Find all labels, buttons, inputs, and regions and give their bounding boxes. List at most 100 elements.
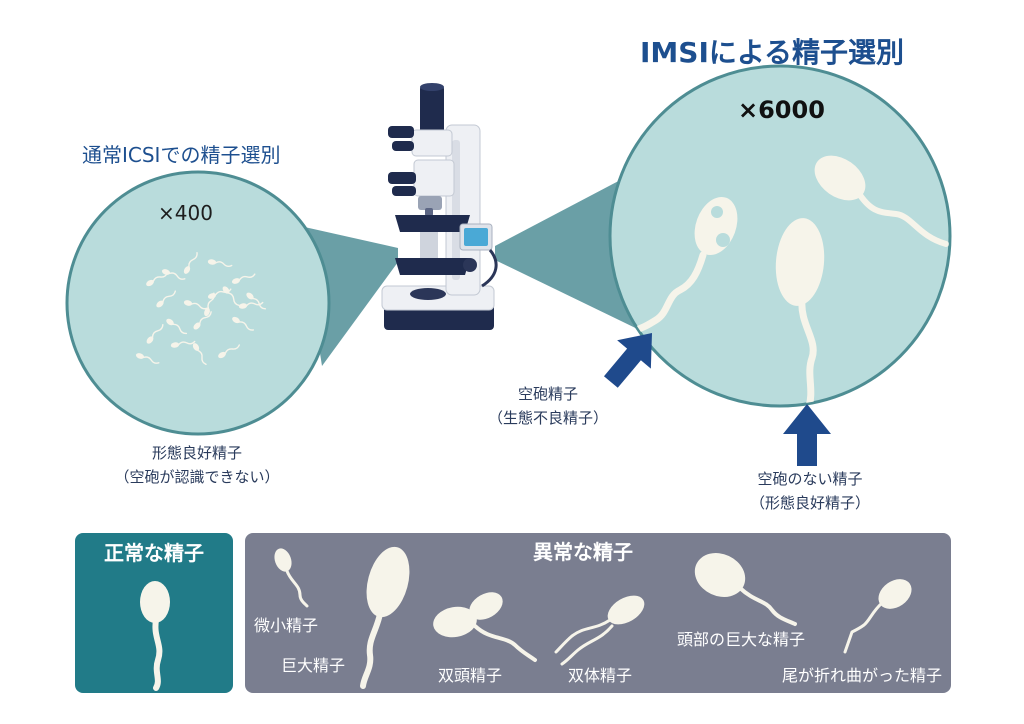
bent-tail-sperm [843, 579, 912, 654]
top-right-sperm-tail [855, 189, 949, 247]
good-sperm-arrow [783, 404, 831, 466]
small-sperm-tail [162, 290, 177, 303]
microscope-icon [381, 83, 498, 330]
good-sperm [775, 218, 825, 405]
good-sperm-sublabel: （形態良好精子） [750, 494, 870, 512]
small-sperm-head [183, 266, 191, 274]
vacuole-sperm-tail [626, 251, 707, 336]
good-sperm-head [775, 218, 825, 306]
micro-sperm-label: 微小精子 [254, 616, 318, 635]
icsi-title: 通常ICSIでの精子選別 [82, 143, 280, 167]
large-head-sperm [694, 553, 797, 626]
small-sperm-head [238, 303, 248, 309]
icsi-view: ×400 [65, 170, 331, 436]
small-sperm-head [218, 351, 226, 359]
eyepiece-lower-2 [392, 186, 416, 196]
microscope-cable [481, 249, 498, 288]
normal-sperm [140, 581, 170, 691]
small-sperm [146, 272, 169, 287]
small-sperm [146, 323, 164, 344]
giant-sperm [360, 546, 410, 689]
small-sperm-tail [151, 323, 164, 338]
giant-sperm-tail [360, 611, 383, 689]
microscope-body [413, 159, 455, 197]
normal-sperm-head [140, 581, 170, 623]
small-sperm-head [231, 278, 241, 284]
small-sperm [135, 353, 160, 364]
bent-tail-sperm-head [878, 579, 912, 609]
microscope-top-tube [420, 85, 444, 135]
small-sperm [183, 300, 209, 310]
icsi-view-circle [65, 170, 331, 436]
small-sperm [170, 340, 196, 348]
small-sperm-head [232, 316, 240, 324]
imsi-title: IMSIによる精子選別 [640, 36, 904, 69]
microscope-light [410, 288, 446, 300]
normal-sperm-panel: 正常な精子 [75, 533, 233, 693]
small-sperm [156, 290, 177, 308]
micro-sperm [274, 548, 309, 608]
small-sperm [207, 259, 233, 268]
small-sperm-tail [191, 302, 209, 310]
small-sperm-tail [197, 349, 207, 366]
good-sperm-tail [798, 296, 817, 405]
imsi-magnification: ×6000 [738, 96, 825, 124]
imsi-view: ×6000 [608, 64, 952, 408]
two-tailed-sperm-label: 双体精子 [568, 666, 632, 685]
objective-lens [425, 208, 433, 216]
two-headed-sperm [433, 592, 537, 662]
small-sperm-tail [143, 356, 160, 364]
abnormal-sperm-panel: 異常な精子 微小精子 巨大精子 双頭精子 双体精子 頭部の巨大な精子 [245, 533, 951, 693]
small-sperm-tail [152, 272, 169, 282]
small-sperm-head [222, 286, 230, 294]
two-tailed-sperm [554, 595, 645, 666]
icsi-subcaption: （空砲が認識できない） [114, 468, 279, 486]
two-headed-sperm-head-1 [433, 606, 477, 638]
bent-tail-sperm-label: 尾が折れ曲がった精子 [782, 666, 942, 685]
small-sperm-head [166, 318, 174, 326]
small-sperm-tail [215, 261, 233, 268]
small-sperm [192, 343, 207, 366]
small-sperm [161, 269, 186, 280]
small-sperm-tail [199, 311, 212, 324]
small-sperm [166, 318, 188, 335]
micro-sperm-tail [285, 569, 309, 608]
eyepiece-upper-1 [388, 126, 414, 138]
small-sperm [246, 292, 267, 310]
two-headed-sperm-head-2 [469, 592, 503, 620]
bent-tail-sperm-tail [843, 601, 884, 654]
microscope-upper-stage [395, 215, 470, 232]
small-sperm-head [246, 292, 254, 300]
microscope-stage-column [420, 232, 438, 258]
abnormal-panel-bg [245, 533, 951, 693]
small-sperm [218, 344, 241, 359]
imsi-view-circle [608, 64, 952, 408]
microscope-screen [464, 228, 488, 246]
small-sperm-head [156, 300, 164, 308]
eyepiece-upper-2 [392, 141, 414, 151]
small-sperm-tail [169, 272, 186, 280]
focus-knob [463, 258, 477, 272]
small-sperm [231, 273, 256, 284]
small-sperm-tail [227, 292, 240, 307]
small-sperm [222, 286, 240, 307]
small-sperm-head [193, 322, 201, 330]
small-sperm-head [183, 300, 193, 306]
vacuole-sublabel: （生態不良精子） [488, 409, 608, 427]
two-tailed-sperm-tail-2 [560, 624, 614, 666]
small-sperm-head [192, 343, 200, 351]
small-sperm [193, 311, 212, 330]
small-sperm-tail [178, 340, 196, 346]
good-sperm-label: 空砲のない精子 [757, 470, 862, 488]
giant-sperm-head [366, 546, 410, 618]
micro-sperm-head [274, 548, 292, 572]
small-sperm-tail [252, 297, 267, 310]
giant-sperm-label: 巨大精子 [281, 656, 345, 675]
small-sperm-tail [224, 344, 241, 354]
microscope-top-cap [420, 83, 444, 91]
two-tailed-sperm-tail-1 [554, 618, 612, 654]
small-sperm [238, 301, 264, 309]
objective-turret [418, 196, 442, 210]
abnormal-panel-title: 異常な精子 [533, 540, 633, 564]
small-sperm-head [207, 293, 217, 299]
